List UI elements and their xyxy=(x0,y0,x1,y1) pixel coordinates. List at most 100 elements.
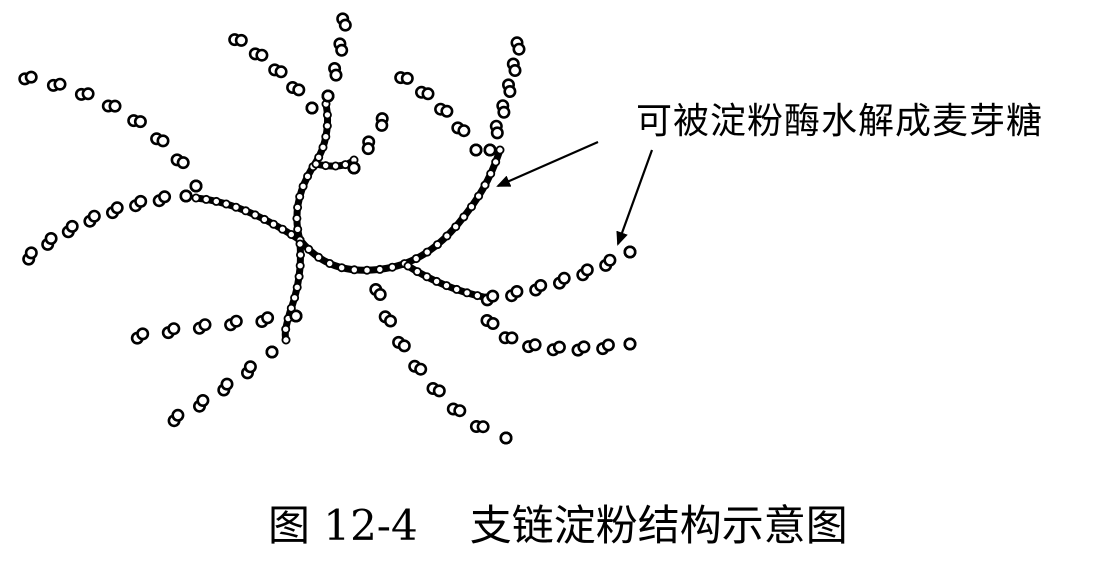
glucose-unit xyxy=(295,250,305,260)
glucose-unit xyxy=(347,161,361,175)
glucose-unit xyxy=(469,143,483,157)
glucose-unit xyxy=(331,161,341,171)
glucose-unit xyxy=(495,145,505,155)
glucose-unit xyxy=(196,393,210,407)
glucose-unit xyxy=(189,179,203,193)
glucose-unit xyxy=(441,281,451,291)
glucose-unit xyxy=(442,231,452,241)
glucose-unit xyxy=(221,199,231,209)
glucose-unit xyxy=(250,210,260,220)
glucose-unit xyxy=(179,189,193,203)
glucose-unit xyxy=(486,316,500,330)
outer-chain-top-left xyxy=(28,78,196,186)
glucose-unit xyxy=(281,324,291,334)
glucose-unit xyxy=(490,126,504,140)
glucose-unit xyxy=(268,219,278,229)
glucose-unit xyxy=(231,202,241,212)
glucose-unit xyxy=(486,169,496,179)
glucose-unit xyxy=(462,288,472,298)
glucose-unit xyxy=(158,190,172,204)
glucose-unit xyxy=(534,278,548,292)
glucose-unit xyxy=(191,193,201,203)
glucose-unit xyxy=(298,181,308,191)
glucose-unit xyxy=(108,99,122,113)
glucose-unit xyxy=(412,267,422,277)
glucose-unit xyxy=(243,360,257,374)
glucose-unit xyxy=(234,33,248,47)
glucose-unit xyxy=(459,212,469,222)
glucose-unit xyxy=(281,335,291,345)
glucose-unit xyxy=(422,247,432,257)
glucose-unit xyxy=(198,318,212,332)
glucose-unit xyxy=(623,245,637,259)
glucose-unit xyxy=(480,180,490,190)
glucose-unit xyxy=(472,291,482,301)
glucose-unit xyxy=(167,322,181,336)
glucose-unit xyxy=(229,314,243,328)
glucose-unit xyxy=(411,254,421,264)
glucose-unit xyxy=(491,157,501,167)
figure-number: 图 12-4 xyxy=(268,501,418,550)
glucose-unit xyxy=(321,161,331,171)
glucose-unit xyxy=(440,104,454,118)
glucose-unit xyxy=(557,271,571,285)
glucose-unit xyxy=(277,224,287,234)
glucose-unit xyxy=(321,132,331,142)
glucose-unit xyxy=(552,340,566,354)
glucose-unit xyxy=(201,194,211,204)
outer-chain-bottom xyxy=(378,292,506,438)
glucose-unit xyxy=(81,87,95,101)
glucose-unit xyxy=(432,240,442,250)
glucose-unit xyxy=(375,118,389,132)
glucose-unit xyxy=(375,264,385,274)
glucose-unit xyxy=(387,262,397,272)
glucose-unit xyxy=(321,89,335,103)
glucose-unit xyxy=(362,265,372,275)
glucose-unit xyxy=(220,377,234,391)
glucose-unit xyxy=(476,420,490,434)
glucose-unit xyxy=(322,110,332,120)
glucose-unit xyxy=(623,337,637,351)
glucose-unit xyxy=(211,196,221,206)
glucose-unit xyxy=(110,201,124,215)
glucose-unit xyxy=(432,384,446,398)
glucose-unit xyxy=(457,124,471,138)
glucose-unit xyxy=(361,142,375,156)
glucose-unit xyxy=(318,142,328,152)
glucose-unit xyxy=(601,338,615,352)
glucose-unit xyxy=(329,68,343,82)
glucose-unit xyxy=(373,287,387,301)
glucose-unit xyxy=(24,70,38,84)
glucose-unit xyxy=(292,83,306,97)
outer-chain-top-center xyxy=(328,22,344,96)
glucose-unit xyxy=(44,232,58,246)
glucose-unit xyxy=(136,327,150,341)
glucose-unit xyxy=(295,239,305,249)
maltose-annotation-label: 可被淀粉酶水解成麦芽糖 xyxy=(636,101,1044,142)
glucose-unit xyxy=(293,224,303,234)
glucose-unit xyxy=(314,252,324,262)
glucose-unit xyxy=(87,209,101,223)
glucose-unit xyxy=(295,192,305,202)
glucose-unit xyxy=(255,48,269,62)
glucose-unit xyxy=(474,191,484,201)
glucose-chains xyxy=(18,12,637,445)
glucose-unit xyxy=(65,219,79,233)
glucose-unit xyxy=(293,202,303,212)
glucose-unit xyxy=(53,77,67,91)
glucose-unit xyxy=(452,284,462,294)
backbone-upper-chain xyxy=(293,100,332,244)
glucose-unit xyxy=(325,258,335,268)
glucose-unit xyxy=(335,43,349,57)
glucose-unit xyxy=(241,206,251,216)
glucose-unit xyxy=(290,293,300,303)
glucose-unit xyxy=(400,71,414,85)
glucose-unit xyxy=(397,339,411,353)
glucose-unit xyxy=(289,309,303,323)
glucose-unit xyxy=(483,143,497,157)
glucose-unit xyxy=(466,202,476,212)
glucose-unit xyxy=(497,105,511,119)
